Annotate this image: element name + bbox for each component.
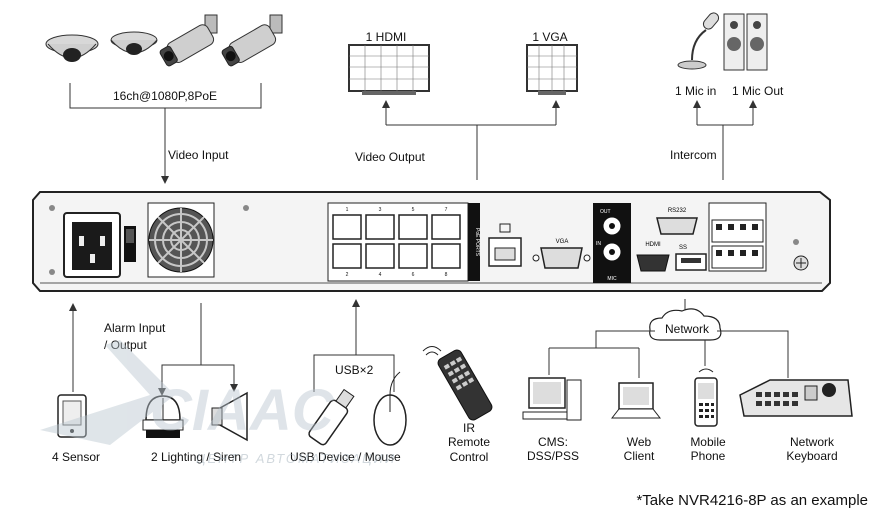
- siren-light-icon: [142, 395, 184, 438]
- mobile-label-line2: Phone: [691, 449, 726, 463]
- web-label-line2: Client: [624, 449, 655, 463]
- mobile-label-line1: Mobile: [690, 435, 726, 449]
- network-keyboard-icon: [739, 379, 853, 417]
- hdmi-port-label: HDMI: [645, 242, 661, 248]
- sensor-icon: [57, 394, 87, 438]
- hdmi-monitor-icon: [348, 44, 430, 95]
- vga-label: 1 VGA: [532, 30, 567, 44]
- audio-out-label: OUT: [600, 209, 611, 215]
- power-switch-icon: [124, 226, 136, 262]
- hdmi-port-icon: [636, 254, 670, 272]
- mouse-icon: [373, 371, 407, 446]
- vga-monitor-icon: [526, 44, 578, 95]
- video-output-label: Video Output: [355, 150, 425, 164]
- hdmi-label: 1 HDMI: [366, 30, 407, 44]
- mic-label: MIC: [607, 276, 617, 282]
- alarm-label-line1: Alarm Input: [104, 321, 166, 335]
- poe-port-number: 3: [379, 207, 382, 213]
- rs232-port-label: RS232: [668, 208, 687, 214]
- intercom-label: Intercom: [670, 148, 717, 162]
- usb-count-label: USB×2: [335, 363, 374, 377]
- ir-label-line3: Control: [450, 450, 489, 464]
- footnote: *Take NVR4216-8P as an example: [636, 492, 868, 509]
- network-label: Network: [665, 322, 710, 336]
- ir-remote-icon: [422, 346, 493, 421]
- siren-horn-icon: [211, 391, 248, 442]
- poe-port-number: 8: [445, 272, 448, 278]
- laptop-icon: [610, 382, 662, 419]
- audio-block: [593, 203, 631, 283]
- alarm-terminal-block: [708, 202, 767, 272]
- usb-ss-label: SS: [679, 245, 687, 251]
- poe-ports-label: PoE PORTS: [474, 228, 480, 257]
- usb-port-icon: [675, 253, 707, 271]
- bullet-camera-icon: [159, 14, 218, 67]
- dome-camera-icon: [45, 34, 99, 62]
- cameras-label: 16ch@1080P,8PoE: [113, 89, 217, 103]
- ir-label-line1: IR: [463, 421, 475, 435]
- fan-icon: [147, 202, 215, 278]
- dome-camera-icon: [110, 31, 158, 55]
- vga-port-label: VGA: [556, 239, 569, 245]
- watermark-logo: CIAAC ЦЕНТР АВТОМАТИЗАЦИИ: [40, 340, 396, 466]
- poe-port-number: 6: [412, 272, 415, 278]
- microphone-icon: [677, 12, 720, 70]
- vga-port-icon: [532, 247, 591, 269]
- rs232-port-icon: [656, 217, 698, 235]
- audio-in-label: IN: [596, 241, 601, 247]
- cms-label-line1: CMS:: [538, 435, 568, 449]
- poe-port-number: 5: [412, 207, 415, 213]
- poe-port-number: 2: [346, 272, 349, 278]
- cms-label-line2: DSS/PSS: [527, 449, 579, 463]
- alarm-label-line2: / Output: [104, 338, 147, 352]
- poe-port-number: 1: [346, 207, 349, 213]
- watermark-logo-text: CIAAC: [150, 378, 335, 443]
- network-cloud-icon: [649, 308, 722, 341]
- mic-in-label: 1 Mic in: [675, 84, 716, 98]
- poe-port-number: 4: [379, 272, 382, 278]
- mobile-phone-icon: [694, 368, 718, 427]
- watermark-tagline: ЦЕНТР АВТОМАТИЗАЦИИ: [196, 451, 396, 466]
- power-socket-icon: [63, 212, 121, 278]
- desktop-computer-icon: [522, 377, 582, 421]
- ground-screw-icon: [793, 255, 809, 271]
- usb-device-label: USB Device / Mouse: [290, 450, 401, 464]
- video-input-label: Video Input: [168, 148, 229, 162]
- web-label-line1: Web: [627, 435, 652, 449]
- sensor-label: 4 Sensor: [52, 450, 100, 464]
- nvr-rear-panel: 1 3 5 7 2 4 6 8 PoE PORTS VGA OUT IN MIC: [32, 191, 831, 292]
- keyboard-label-line1: Network: [790, 435, 835, 449]
- keyboard-label-line2: Keyboard: [786, 449, 837, 463]
- poe-port-number: 7: [445, 207, 448, 213]
- poe-ports-block: [327, 202, 480, 282]
- bullet-camera-icon: [221, 14, 283, 67]
- lighting-label: 2 Lighting / Siren: [151, 450, 241, 464]
- mic-out-label: 1 Mic Out: [732, 84, 784, 98]
- lan-port-icon: [488, 223, 522, 267]
- ir-label-line2: Remote: [448, 435, 490, 449]
- camera-group: [45, 14, 283, 67]
- usb-stick-icon: [308, 388, 355, 446]
- speakers-icon: [723, 13, 768, 71]
